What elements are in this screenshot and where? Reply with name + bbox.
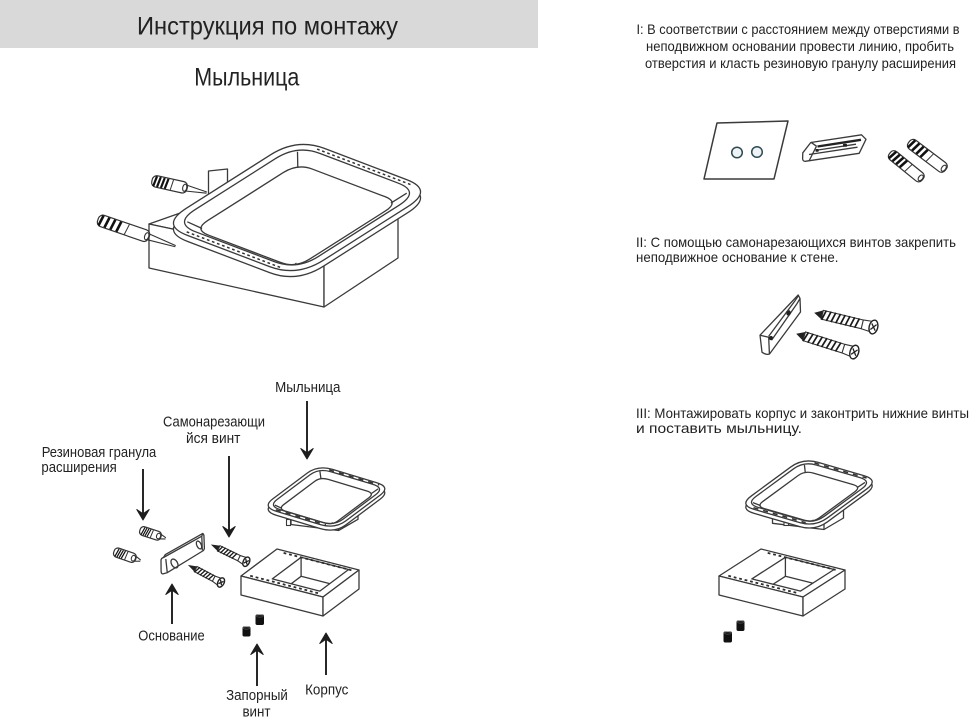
svg-text:неподвижном основании провести: неподвижном основании провести линию, пр…: [646, 38, 954, 54]
svg-text:расширения: расширения: [41, 459, 116, 476]
svg-text:винт: винт: [242, 704, 270, 718]
svg-text:Запорный: Запорный: [226, 687, 288, 704]
svg-text:I: В соответствии с расстояние: I: В соответствии с расстоянием между от…: [637, 21, 960, 37]
svg-text:Самонарезающи: Самонарезающи: [163, 414, 265, 431]
svg-text:неподвижное основание к стене.: неподвижное основание к стене.: [636, 249, 839, 265]
svg-text:Основание: Основание: [138, 628, 204, 645]
svg-text:Мыльница: Мыльница: [194, 63, 299, 91]
svg-text:йся винт: йся винт: [186, 430, 241, 447]
svg-text:III: Монтажировать корпус и за: III: Монтажировать корпус и законтрить н…: [636, 405, 969, 421]
svg-text:и поставить мыльницу.: и поставить мыльницу.: [636, 420, 802, 436]
svg-text:Резиновая гранула: Резиновая гранула: [42, 444, 157, 461]
svg-text:Мыльница: Мыльница: [275, 379, 341, 396]
svg-text:Корпус: Корпус: [305, 681, 349, 698]
svg-text:II: С помощью самонарезающихся: II: С помощью самонарезающихся винтов за…: [636, 234, 956, 250]
svg-text:Инструкция по монтажу: Инструкция по монтажу: [137, 12, 398, 40]
svg-text:отверстия и класть резиновую г: отверстия и класть резиновую гранулу рас…: [645, 55, 956, 71]
